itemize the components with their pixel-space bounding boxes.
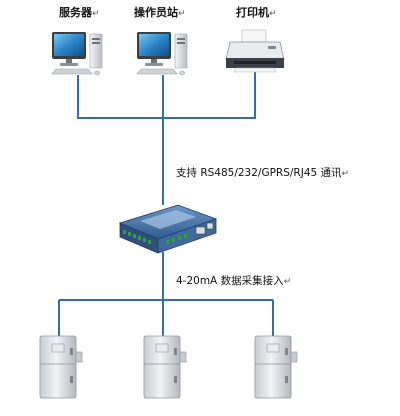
- field-instrument-cabinet-icon: [254, 335, 298, 399]
- label-acquisition: 4-20mA 数据采集接入↵: [176, 275, 292, 287]
- field-instrument-cabinet-icon: [143, 335, 187, 399]
- label-printer: 打印机↵: [236, 6, 277, 19]
- label-server: 服务器↵: [59, 6, 100, 19]
- data-acquisition-module-icon: [118, 204, 218, 254]
- printer-icon: [225, 29, 285, 73]
- wiring: [58, 72, 274, 336]
- desktop-computer-icon: [136, 32, 188, 76]
- label-workstation: 操作员站↵: [134, 6, 186, 19]
- field-instrument-cabinet-icon: [39, 335, 83, 399]
- label-communication: 支持 RS485/232/GPRS/RJ45 通讯↵: [176, 167, 350, 179]
- desktop-computer-icon: [51, 32, 103, 76]
